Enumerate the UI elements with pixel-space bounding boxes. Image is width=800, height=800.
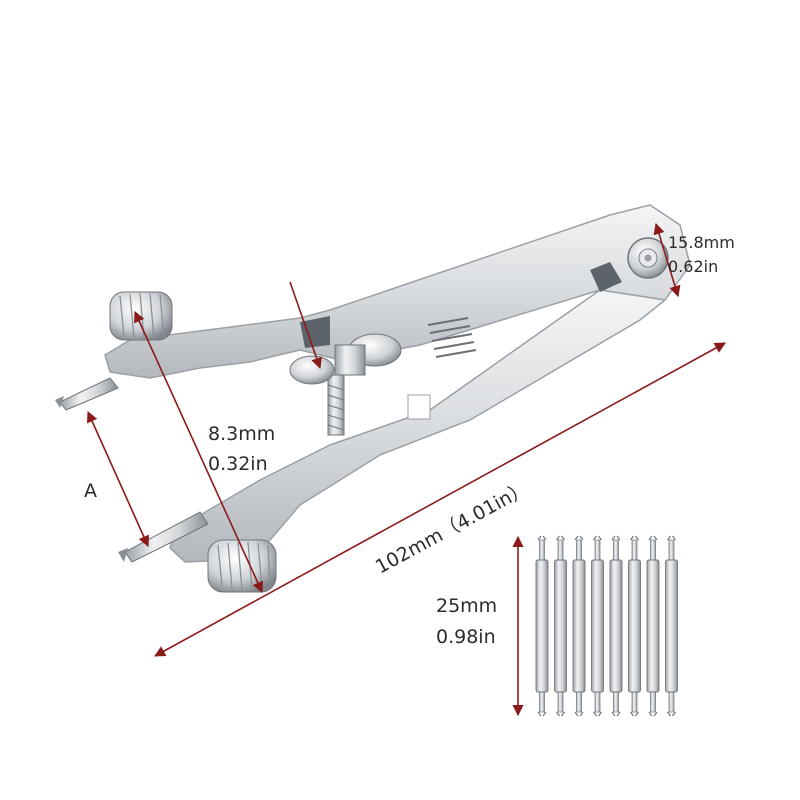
- tool-length-dimension: [154, 342, 726, 657]
- jaw-gap-label: A: [84, 480, 97, 502]
- pin-width-in-label: 0.32in: [208, 453, 268, 475]
- spring-bar: [591, 535, 604, 717]
- pivot-dimension: [653, 222, 681, 298]
- bar-length-mm-label: 25mm: [436, 595, 497, 617]
- upper-slot: [300, 316, 330, 348]
- spring-bar: [554, 535, 567, 717]
- spring-bar: [572, 535, 586, 717]
- top-fork-tip: [55, 377, 119, 411]
- dimension-lines: [87, 222, 726, 717]
- spring-bars: [535, 535, 678, 717]
- top-knurled-knob: [109, 291, 173, 341]
- spring-bar: [665, 535, 678, 717]
- spring-bar-tool: [55, 204, 691, 593]
- pivot-slot: [590, 262, 622, 292]
- bar-length-in-label: 0.98in: [436, 626, 496, 648]
- pin-width-mm-label: 8.3mm: [208, 423, 275, 445]
- spring-bar: [609, 535, 623, 717]
- spring-bar: [535, 535, 549, 717]
- lower-window: [407, 394, 431, 420]
- pivot-mm-label: 15.8mm: [668, 233, 735, 252]
- spring-bar: [628, 535, 641, 717]
- spring-bar: [646, 535, 660, 717]
- spring: [427, 317, 477, 358]
- indicator-line: [289, 281, 322, 370]
- jaw-gap-dimension: [87, 410, 149, 548]
- pivot-in-label: 0.62in: [668, 257, 718, 276]
